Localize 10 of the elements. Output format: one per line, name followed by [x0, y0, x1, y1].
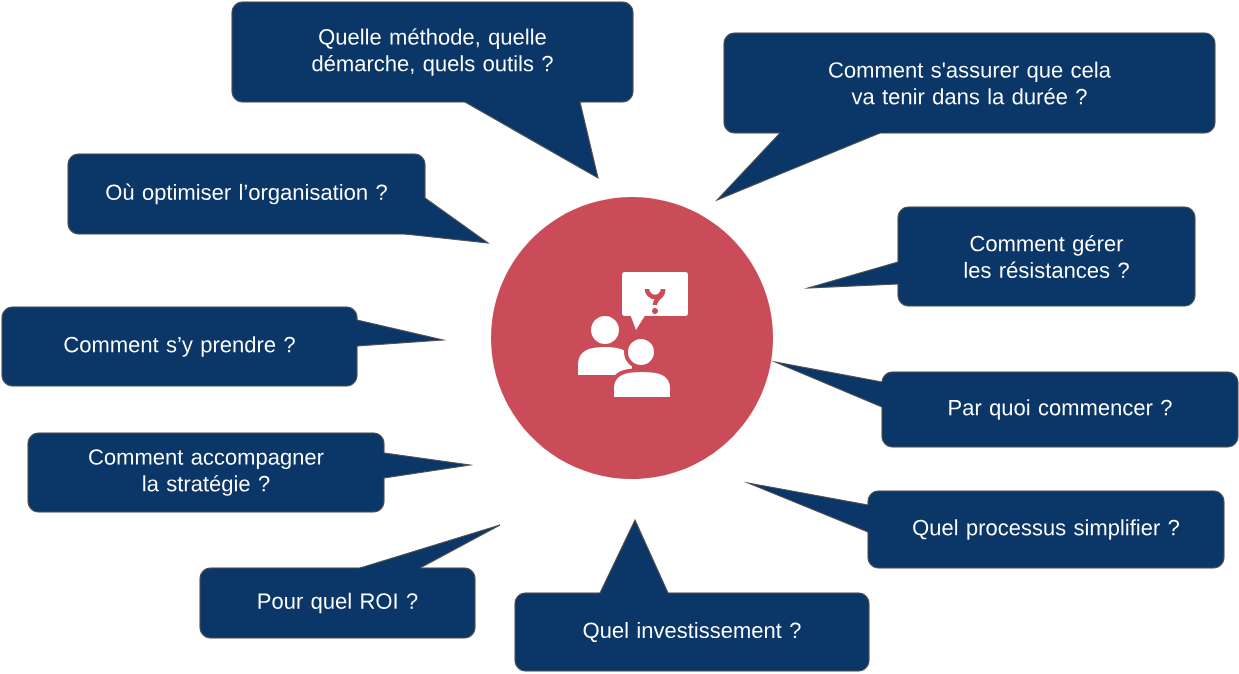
speech-bubble: Comment s'assurer que cela va tenir dans la durée ?: [714, 32, 1216, 202]
speech-bubble: Où optimiser l’organisation ?: [67, 153, 490, 244]
speech-bubble: Comment gérer les résistances ?: [803, 206, 1196, 307]
speech-bubble: Quelle méthode, quelle démarche, quels outils ?: [231, 1, 634, 180]
speech-bubble: Quel investissement ?: [514, 518, 870, 672]
speech-bubble: Comment accompagner la stratégie ?: [27, 432, 474, 513]
speech-bubble: Pour quel ROI ?: [199, 524, 501, 639]
speech-bubble: Comment s’y prendre ?: [1, 306, 447, 387]
speech-bubble: Par quoi commencer ?: [770, 360, 1239, 448]
speech-bubble: Quel processus simplifier ?: [743, 481, 1225, 569]
